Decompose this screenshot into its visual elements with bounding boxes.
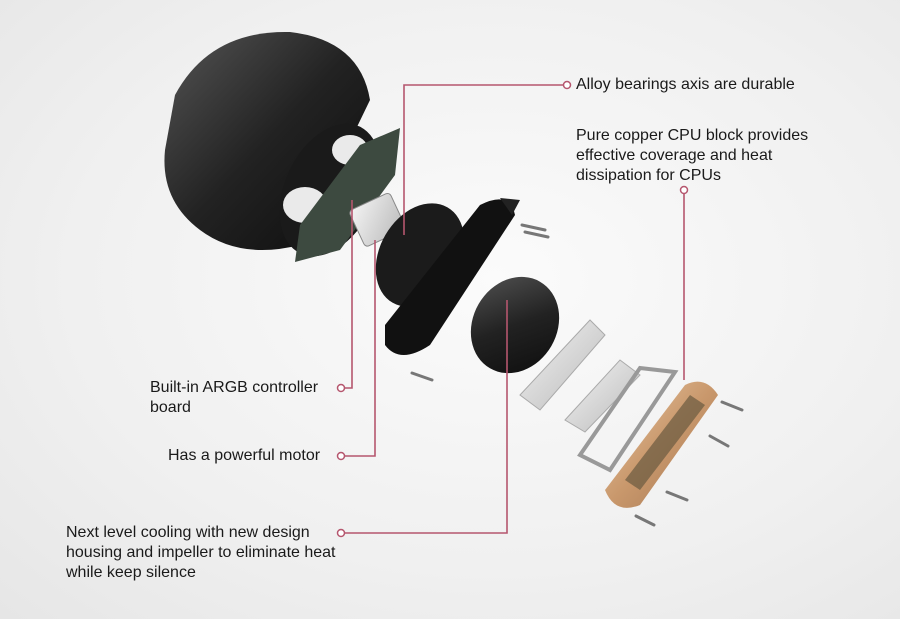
- mounting-plate-2: [564, 359, 641, 433]
- impeller: [470, 276, 560, 374]
- callout-motor: Has a powerful motor: [168, 447, 321, 464]
- motor-housing: [375, 198, 520, 355]
- o-ring: [577, 365, 679, 473]
- callout-bearings: Alloy bearings axis are durable: [576, 76, 795, 93]
- callout-line-cooling: [345, 300, 508, 534]
- copper-cpu-block: [605, 381, 718, 508]
- screws: [410, 223, 744, 527]
- mounting-plate: [519, 319, 606, 411]
- callout-copper: Pure copper CPU block provides effective…: [576, 127, 809, 184]
- argb-controller-board: [295, 128, 400, 262]
- callout-line-bearings: [403, 84, 563, 235]
- callout-cooling: Next level cooling with new design housi…: [66, 524, 336, 581]
- callout-line-motor: [345, 240, 376, 457]
- callout-argb: Built-in ARGB controller board: [150, 379, 319, 416]
- callout-line-argb: [345, 200, 353, 389]
- callout-dots: [336, 80, 689, 538]
- callout-lines: [345, 84, 685, 534]
